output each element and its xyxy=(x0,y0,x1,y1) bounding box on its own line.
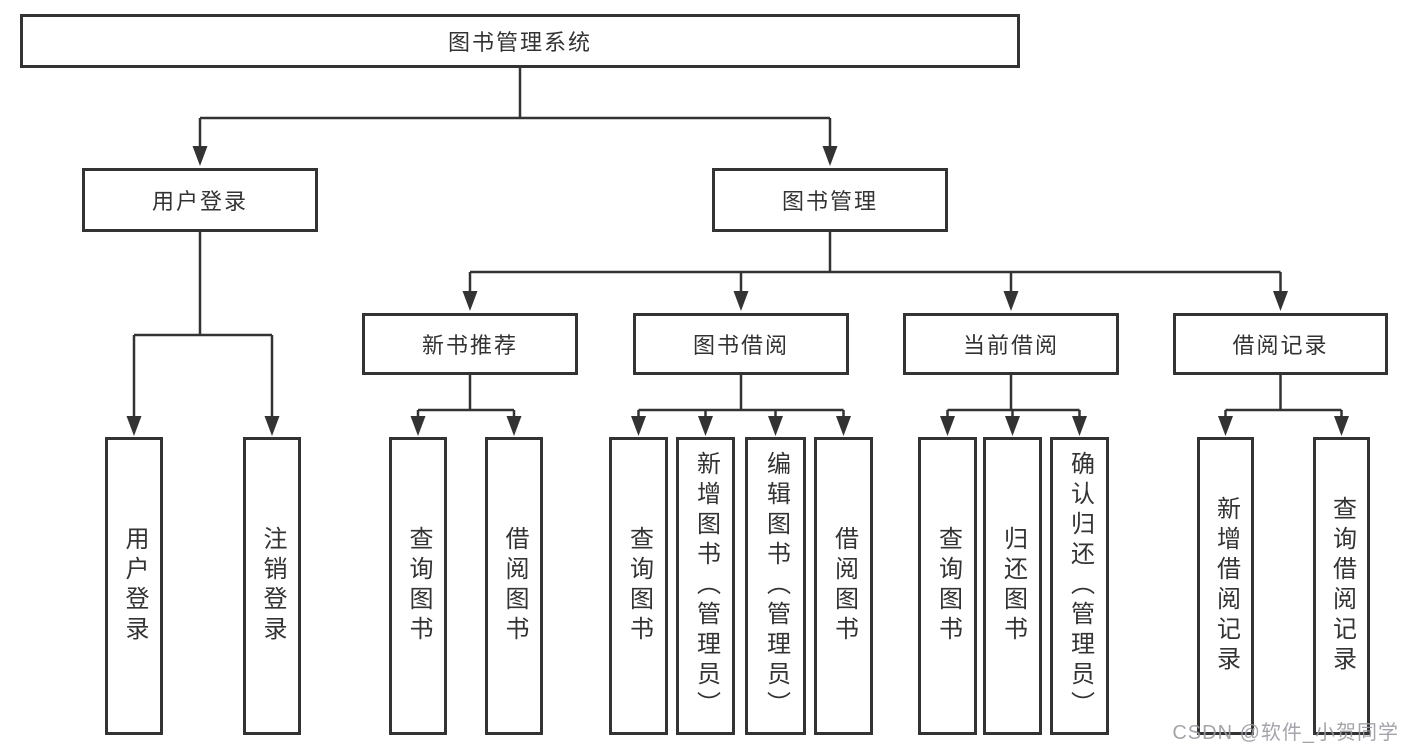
leaf-query-books-current: 查询图书 xyxy=(918,437,977,735)
node-label: 图书管理 xyxy=(781,189,878,214)
node-library-system-root: 图书管理系统 xyxy=(20,14,1020,68)
node-label: 编辑图书（管理员） xyxy=(762,451,790,721)
node-label: 图书借阅 xyxy=(692,333,789,358)
leaf-confirm-return-admin: 确认归还（管理员） xyxy=(1050,437,1109,735)
node-book-borrowing: 图书借阅 xyxy=(633,313,849,375)
node-label: 借阅记录 xyxy=(1232,333,1329,358)
node-label: 图书管理系统 xyxy=(447,30,592,55)
node-label: 查询图书 xyxy=(934,526,962,646)
leaf-edit-books-admin: 编辑图书（管理员） xyxy=(745,437,806,735)
node-label: 注销登录 xyxy=(259,526,286,646)
node-new-book-recommend: 新书推荐 xyxy=(362,313,578,375)
node-current-borrowing: 当前借阅 xyxy=(903,313,1119,375)
node-label: 当前借阅 xyxy=(962,333,1059,358)
watermark: CSDN @软件_小贺同学 xyxy=(1172,722,1399,744)
leaf-add-borrow-record: 新增借阅记录 xyxy=(1197,437,1254,735)
node-label: 查询图书 xyxy=(405,526,432,646)
node-label: 归还图书 xyxy=(999,526,1027,646)
node-user-login: 用户登录 xyxy=(82,168,318,232)
leaf-query-borrow-record: 查询借阅记录 xyxy=(1313,437,1370,735)
leaf-return-books: 归还图书 xyxy=(983,437,1042,735)
node-label: 查询图书 xyxy=(625,526,653,646)
node-label: 借阅图书 xyxy=(830,526,858,646)
node-label: 确认归还（管理员） xyxy=(1066,451,1094,721)
node-label: 借阅图书 xyxy=(501,526,528,646)
leaf-borrow-books: 借阅图书 xyxy=(814,437,873,735)
leaf-add-books-admin: 新增图书（管理员） xyxy=(676,437,735,735)
node-label: 新书推荐 xyxy=(421,333,518,358)
node-label: 用户登录 xyxy=(121,526,148,646)
node-book-management: 图书管理 xyxy=(712,168,948,232)
node-label: 新增借阅记录 xyxy=(1212,496,1240,676)
leaf-user-login: 用户登录 xyxy=(105,437,163,735)
leaf-query-books-recommend: 查询图书 xyxy=(389,437,447,735)
node-label: 查询借阅记录 xyxy=(1328,496,1356,676)
leaf-query-books-borrow: 查询图书 xyxy=(609,437,668,735)
node-label: 用户登录 xyxy=(151,189,248,214)
node-borrowing-records: 借阅记录 xyxy=(1173,313,1388,375)
leaf-logout: 注销登录 xyxy=(243,437,301,735)
leaf-borrow-books-recommend: 借阅图书 xyxy=(485,437,543,735)
node-label: 新增图书（管理员） xyxy=(692,451,720,721)
